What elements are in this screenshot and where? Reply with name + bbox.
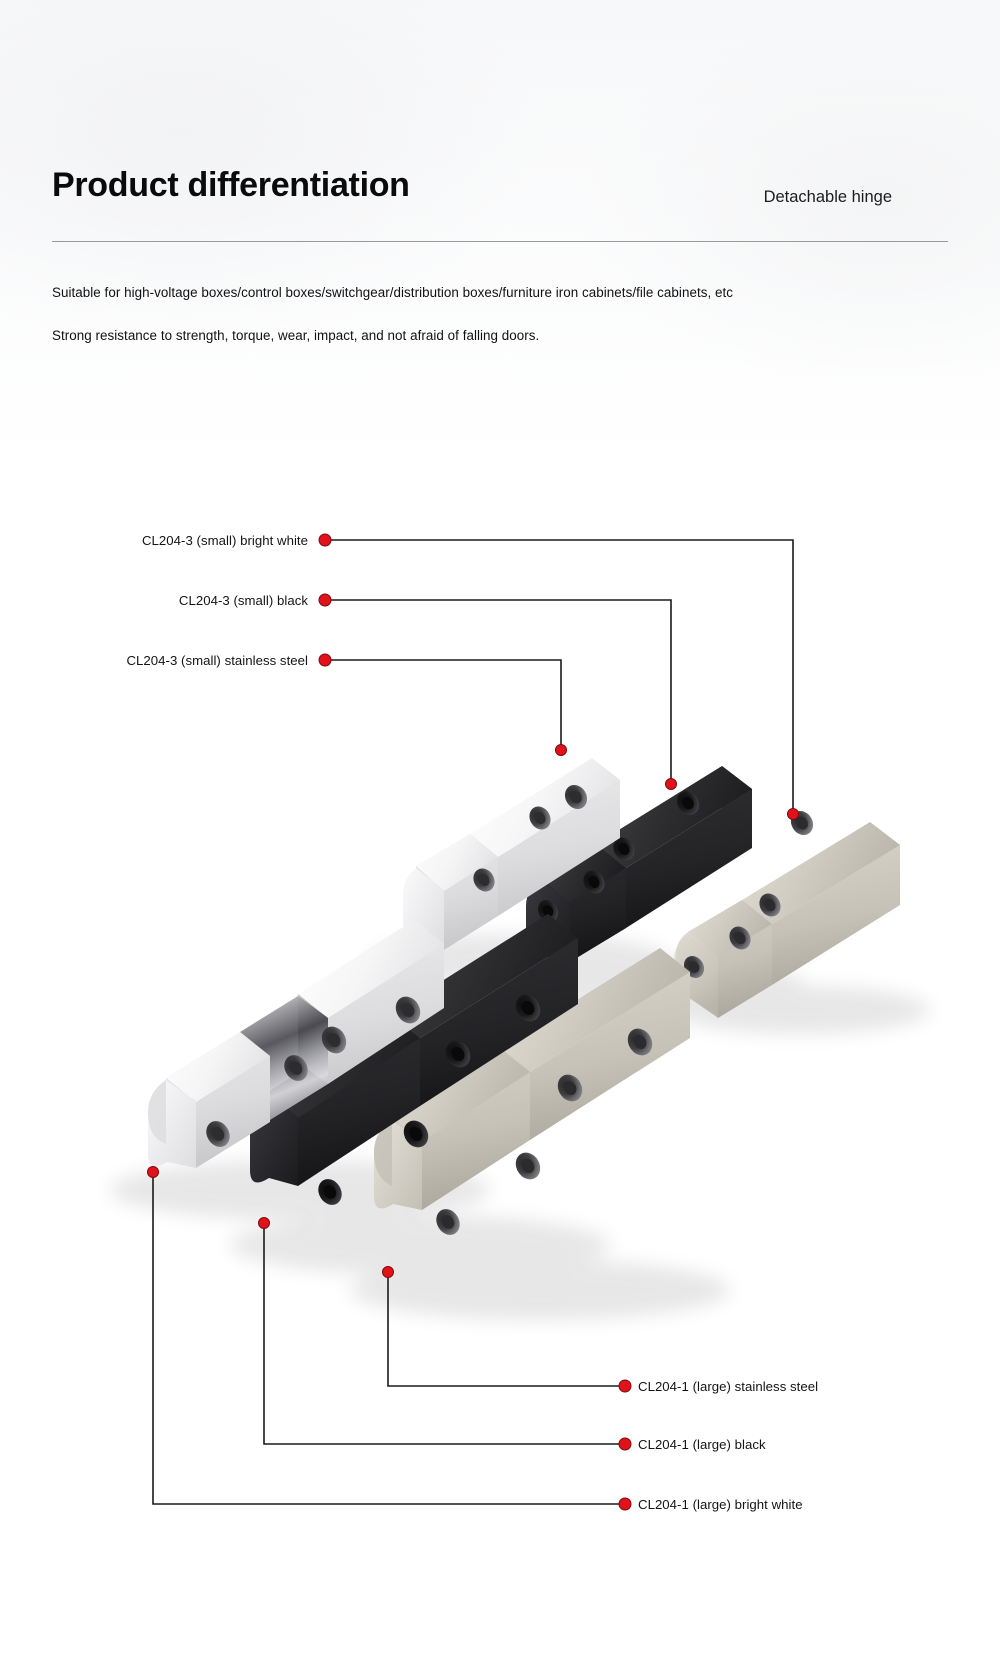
page-header: Product differentiation Detachable hinge [52, 166, 948, 246]
body-paragraph-durability: Strong resistance to strength, torque, w… [52, 328, 540, 343]
callout-dot [382, 1266, 394, 1278]
callout-dot [618, 1497, 632, 1511]
callout-dot [665, 778, 677, 790]
leader-line-large-black [263, 1225, 625, 1445]
callout-dots-right-anchor [147, 1166, 394, 1278]
callout-label-large-stainless-steel: CL204-1 (large) stainless steel [638, 1379, 819, 1394]
product-large-stainless-steel [374, 948, 690, 1235]
callout-dots-left-anchor [555, 744, 799, 820]
callout-label-large-black: CL204-1 (large) black [638, 1437, 766, 1452]
product-small-black [526, 766, 752, 962]
header-subtitle: Detachable hinge [763, 188, 892, 206]
product-large-bright-white [148, 920, 444, 1168]
callout-dots-right [618, 1379, 632, 1511]
callout-dot [318, 653, 332, 667]
leader-line-large-bright-white [152, 1174, 625, 1505]
leader-line-small-stainless-steel [325, 659, 562, 748]
callout-label-small-bright-white: CL204-3 (small) bright white [141, 533, 308, 548]
page-title: Product differentiation [52, 166, 410, 204]
callout-dot [258, 1217, 270, 1229]
leader-line-small-bright-white [325, 539, 794, 812]
header-divider [52, 241, 948, 242]
callout-label-large-bright-white: CL204-1 (large) bright white [638, 1497, 803, 1512]
callout-dots-left [318, 533, 332, 667]
product-small-stainless-steel [674, 810, 900, 1018]
callout-dot [618, 1379, 632, 1393]
callout-label-small-black: CL204-3 (small) black [178, 593, 308, 608]
body-paragraph-application: Suitable for high-voltage boxes/control … [52, 285, 734, 300]
callout-dot [555, 744, 567, 756]
callout-dot [787, 808, 799, 820]
callout-dot [318, 593, 332, 607]
leader-line-small-black [325, 599, 672, 782]
callout-dot [618, 1437, 632, 1451]
product-large-black [250, 914, 578, 1205]
callout-dot [147, 1166, 159, 1178]
callout-label-small-stainless-steel: CL204-3 (small) stainless steel [126, 653, 308, 668]
leader-line-large-stainless-steel [387, 1274, 625, 1387]
product-small-bright-white [403, 758, 620, 950]
callout-dot [318, 533, 332, 547]
